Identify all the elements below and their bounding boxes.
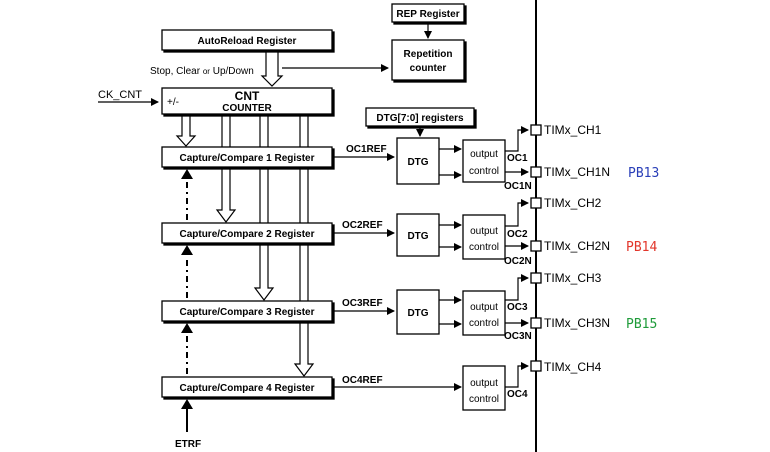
pin-ch4-square xyxy=(530,360,542,372)
etrf-label: ETRF xyxy=(175,439,201,450)
stop-clear-post: Up/Down xyxy=(210,66,254,77)
output-control-4-line2: control xyxy=(469,394,499,405)
rep-register-label: REP Register xyxy=(396,9,459,20)
pin-ch2-label: TIMx_CH2 xyxy=(544,196,602,210)
output-control-4-box xyxy=(462,365,506,411)
pin-ch3n-square xyxy=(530,317,542,329)
dtg-2-box xyxy=(396,213,440,257)
plus-minus-label: +/- xyxy=(167,97,179,108)
ck-cnt-label: CK_CNT xyxy=(98,89,142,101)
pin-ch2n-label: TIMx_CH2N xyxy=(544,239,610,253)
autoreload-to-cnt-arrow xyxy=(260,51,284,87)
oc4-to-pin-line xyxy=(505,362,529,388)
output-control-1-line1: output xyxy=(470,149,498,160)
output-control-1-box xyxy=(462,139,506,183)
output-control-1-line2: control xyxy=(469,166,499,177)
dtg-3-box xyxy=(396,289,440,335)
autoreload-register-label: AutoReload Register xyxy=(198,36,297,47)
output-control-3-line2: control xyxy=(469,318,499,329)
dtg-1-box xyxy=(396,137,440,185)
oc1ref-label: OC1REF xyxy=(346,144,387,155)
chain-to-cc1-arrow xyxy=(181,169,193,179)
pin-ch3-square xyxy=(530,272,542,284)
counter-label: COUNTER xyxy=(222,103,272,114)
oc3-label: OC3 xyxy=(507,302,528,313)
oc2ref-label: OC2REF xyxy=(342,220,383,231)
oc2n-label: OC2N xyxy=(504,256,532,267)
repetition-counter-label-1: Repetition xyxy=(404,49,453,60)
output-control-2-box xyxy=(462,214,506,260)
repetition-counter-box xyxy=(391,39,465,81)
pb14-label: PB14 xyxy=(626,240,657,255)
dtg-1-label: DTG xyxy=(407,157,428,168)
capture-compare-1-label: Capture/Compare 1 Register xyxy=(179,153,314,164)
capture-compare-3-label: Capture/Compare 3 Register xyxy=(179,307,314,318)
oc2-label: OC2 xyxy=(507,229,528,240)
oc3n-label: OC3N xyxy=(504,331,532,342)
oc4ref-label: OC4REF xyxy=(342,375,383,386)
pin-ch2n-square xyxy=(530,240,542,252)
oc1-label: OC1 xyxy=(507,153,528,164)
stop-clear-label: Stop, Clear or Up/Down xyxy=(150,66,254,77)
pin-ch4-label: TIMx_CH4 xyxy=(544,360,602,374)
stop-clear-pre: Stop, Clear xyxy=(150,66,203,77)
output-control-4-line1: output xyxy=(470,378,498,389)
pin-ch3n-label: TIMx_CH3N xyxy=(544,316,610,330)
rep-register-box xyxy=(391,3,465,23)
oc2-to-pin-line xyxy=(505,199,529,227)
capture-compare-4-box xyxy=(161,376,333,398)
repetition-counter-label-2: counter xyxy=(410,63,447,74)
pb13-label: PB13 xyxy=(628,166,659,181)
autoreload-register-box xyxy=(161,29,333,51)
oc3-to-pin-line xyxy=(505,274,529,301)
output-control-3-line1: output xyxy=(470,302,498,313)
etrf-to-cc4-arrow xyxy=(181,399,193,409)
oc3ref-label: OC3REF xyxy=(342,298,383,309)
chain-to-cc3-arrow xyxy=(181,323,193,333)
output-control-2-line1: output xyxy=(470,226,498,237)
oc1-to-pin-line xyxy=(505,126,529,152)
dtg-registers-label: DTG[7:0] registers xyxy=(376,113,464,124)
cnt-label: CNT xyxy=(235,89,260,103)
chain-to-cc2-arrow xyxy=(181,245,193,255)
cnt-counter-box xyxy=(161,87,333,115)
output-control-2-line2: control xyxy=(469,242,499,253)
oc1n-label: OC1N xyxy=(504,181,532,192)
cnt-to-cc1-arrow xyxy=(175,115,197,147)
pin-ch1-label: TIMx_CH1 xyxy=(544,123,602,137)
pin-ch3-label: TIMx_CH3 xyxy=(544,271,602,285)
dtg-3-label: DTG xyxy=(407,308,428,319)
oc4-label: OC4 xyxy=(507,389,528,400)
cnt-to-cc2-arrow xyxy=(215,115,237,223)
pin-ch2-square xyxy=(530,197,542,209)
capture-compare-3-box xyxy=(161,300,333,322)
output-control-3-box xyxy=(462,290,506,336)
pin-ch1n-label: TIMx_CH1N xyxy=(544,165,610,179)
cnt-to-cc3-arrow xyxy=(253,115,275,301)
capture-compare-2-label: Capture/Compare 2 Register xyxy=(179,229,314,240)
dtg-2-label: DTG xyxy=(407,231,428,242)
pin-ch1n-square xyxy=(530,166,542,178)
pin-ch1-square xyxy=(530,124,542,136)
capture-compare-2-box xyxy=(161,222,333,244)
capture-compare-4-label: Capture/Compare 4 Register xyxy=(179,383,314,394)
capture-compare-1-box xyxy=(161,146,333,168)
dtg-registers-box xyxy=(365,107,475,127)
stop-clear-or: or xyxy=(203,67,210,76)
pb15-label: PB15 xyxy=(626,317,657,332)
